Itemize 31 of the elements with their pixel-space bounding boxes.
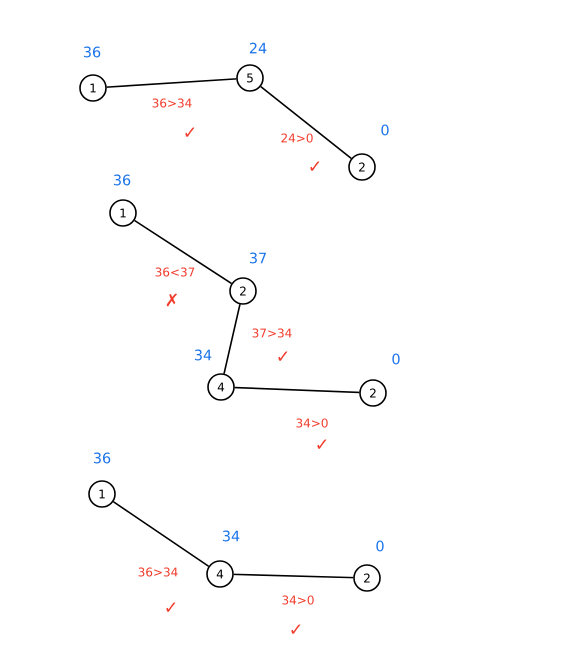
edge-line: [112, 501, 210, 567]
check-mark: ✓: [317, 440, 326, 449]
edge-line: [234, 574, 354, 578]
edge-line: [223, 304, 241, 374]
distance-value: 36: [84, 46, 100, 58]
distance-value: 37: [250, 252, 266, 264]
edge-line: [106, 78, 236, 88]
edge-label: 36>34: [138, 567, 178, 577]
distance-value: 0: [392, 354, 400, 364]
check-mark: ✗: [166, 294, 177, 306]
edge-label: 37>34: [252, 328, 292, 338]
edge-line: [260, 86, 352, 160]
edge-line: [134, 220, 232, 284]
distance-value: 0: [381, 124, 389, 136]
distance-value: 0: [376, 540, 384, 552]
distance-value: 36: [114, 174, 130, 186]
edge-label: 36<37: [156, 267, 194, 277]
check-mark: ✓: [291, 624, 300, 634]
check-mark: ✓: [310, 162, 320, 171]
distance-value: 34: [222, 530, 240, 542]
check-mark: ✓: [166, 602, 176, 612]
check-mark: ✓: [185, 128, 194, 137]
edge-line: [234, 386, 360, 394]
distance-value: 36: [94, 452, 110, 464]
edge-label: 34>0: [296, 418, 328, 428]
distance-value: 24: [250, 42, 266, 54]
edge-label: 24>0: [281, 133, 313, 143]
distance-value: 34: [194, 350, 212, 360]
check-mark: ✓: [278, 352, 288, 361]
edge-label: 34>0: [282, 595, 314, 605]
edge-label: 36>34: [152, 98, 192, 108]
